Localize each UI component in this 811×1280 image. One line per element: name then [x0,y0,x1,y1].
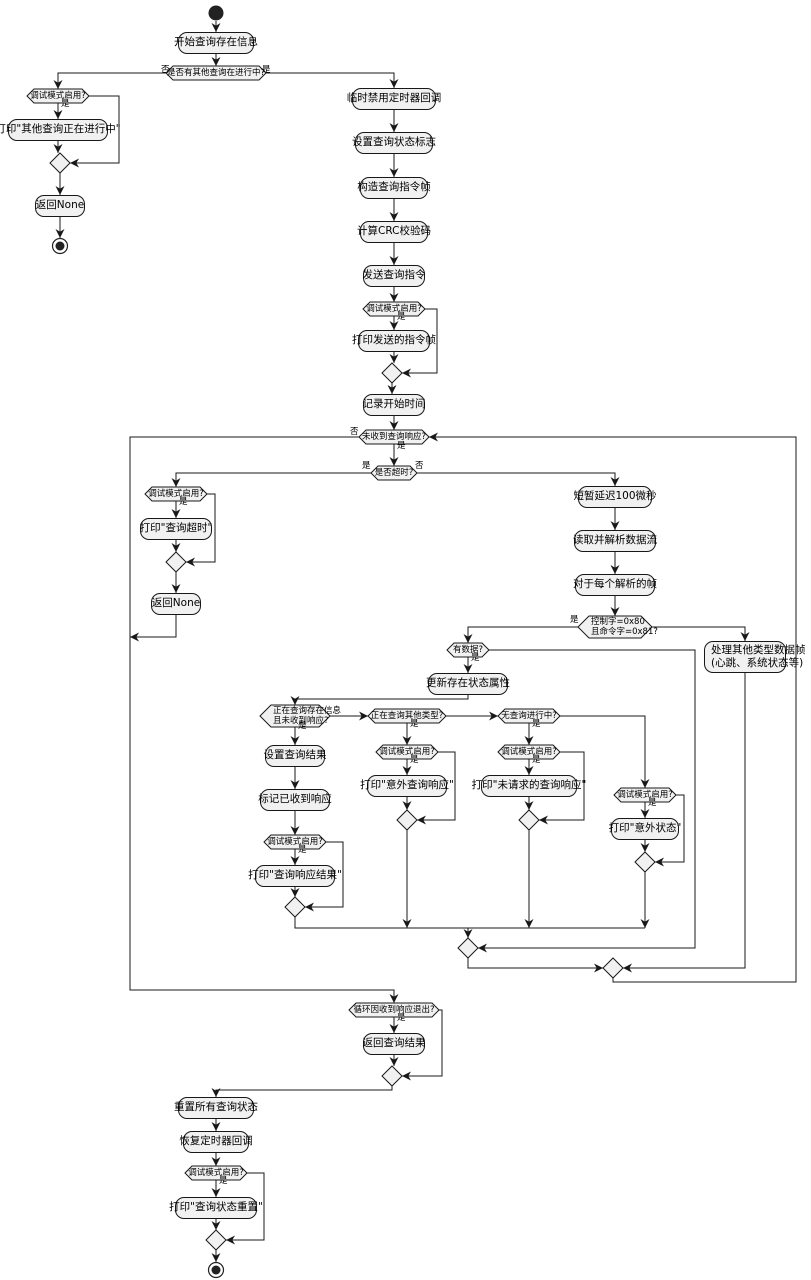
flow-edge [326,841,344,876]
flow-edge [560,715,650,788]
flow-edge [655,829,685,867]
decision-d_has_data [446,642,490,658]
action-n_set_flag: 设置查询状态标志 [352,132,436,154]
flow-edge [560,751,585,786]
flow-edge [425,308,438,341]
action-n_print_unexpected_1: 打印"意外查询响应" [360,775,454,797]
decision-d_no_query [497,708,561,724]
flow-edge [266,72,399,88]
decision-d_debug_2 [362,301,426,317]
decision-d_no_response [358,429,430,445]
flow-edge [429,432,797,700]
flow-edge [439,1009,443,1044]
start-node [208,5,224,21]
flow-edge [417,786,456,825]
decision-d_other_query [165,65,267,81]
action-n_restore_timer: 恢复定时器回调 [179,1131,253,1153]
flow-edge [467,958,603,973]
merge-diamond [165,551,187,573]
action-n_print_unrequested: 打印"未请求的查询响应" [472,775,586,797]
action-n_set_result: 设置查询结果 [264,745,327,767]
decision-d_debug_4 [263,834,327,850]
flow-edge [129,436,359,700]
flow-edge [89,95,120,130]
flow-edge [226,1208,265,1245]
decision-d_debug_3 [144,486,208,502]
flow-edge [171,472,371,487]
merge-diamond [381,362,403,384]
action-n_update_attr: 更新存在状态属性 [426,673,510,695]
action-n_return_result: 返回查询结果 [363,1033,426,1055]
merge-diamond [284,896,306,918]
action-n_print_timeout: 打印"查询超时" [140,518,212,540]
flow-edge [438,751,456,786]
flow-edge [290,695,469,705]
decision-d_querying_exist [259,704,331,728]
action-n_print_reset: 打印"查询状态重置" [169,1197,263,1219]
merge-diamond [381,1065,403,1087]
flow-edge [294,917,645,929]
flow-edge [130,615,177,642]
decision-d_ctrl [577,615,653,639]
action-n_reset_state: 重置所有查询状态 [174,1097,258,1119]
action-n_return_none_2: 返回None [151,593,201,615]
action-n_build_frame: 构造查询指令帧 [357,177,431,199]
flow-edge [623,673,746,973]
action-n_read_stream: 读取并解析数据流 [573,530,657,552]
decision-d_debug_7 [613,787,677,803]
action-n_calc_crc: 计算CRC校验码 [357,221,431,243]
action-n_return_none_1: 返回None [35,195,85,217]
flow-edge [305,876,344,912]
flow-edge [652,626,750,641]
action-n_print_sent: 打印发送的指令帧 [352,330,436,352]
end-node [207,1261,225,1279]
flow-edge [676,794,685,829]
decision-d_timeout [370,465,418,481]
action-n_mark_received: 标记已收到响应 [258,789,332,811]
merge-diamond [205,1229,227,1251]
flow-edge [402,1044,443,1081]
merge-diamond [457,937,479,959]
flow-edge [463,626,578,643]
merge-diamond [518,809,540,831]
action-n_print_other: 打印"其他查询正在进行中" [0,119,121,141]
action-n_disable_timer: 临时禁用定时器回调 [347,88,441,110]
merge-diamond [396,809,418,831]
decision-d_querying_other [367,708,447,724]
flow-edge [53,72,166,89]
action-n_start_query: 开始查询存在信息 [174,32,258,54]
end-node [51,237,69,255]
action-n_delay: 短暂延迟100微秒 [573,486,657,508]
flow-edge [129,700,399,1003]
flow-edge [478,649,696,953]
flow-edge [402,341,438,378]
merge-diamond [602,957,624,979]
flow-edge [417,472,620,486]
flow-edge [207,493,216,529]
decision-d_debug_8 [184,1165,248,1181]
action-n_send_cmd: 发送查询指令 [363,265,426,287]
decision-d_debug_6 [497,744,561,760]
merge-diamond [634,851,656,873]
action-n_print_result: 打印"查询响应结果" [248,865,342,887]
merge-diamond [49,152,71,174]
flow-edge [186,529,216,567]
decision-d_loop_exit [348,1002,440,1018]
action-n_each_frame: 对于每个解析的帧 [573,574,657,596]
decision-d_debug_5 [375,744,439,760]
decision-d_debug_1 [26,88,90,104]
flow-edge [539,786,585,825]
action-n_record_time: 记录开始时间 [363,394,426,416]
flow-edge [211,1086,393,1097]
flow-edge [247,1172,265,1208]
flow-edge [70,130,120,168]
action-n_print_unexpected_2: 打印"意外状态" [609,818,681,840]
flow-edge [612,700,797,983]
action-n_other_frames: 处理其他类型数据帧 (心跳、系统状态等) [704,641,806,673]
